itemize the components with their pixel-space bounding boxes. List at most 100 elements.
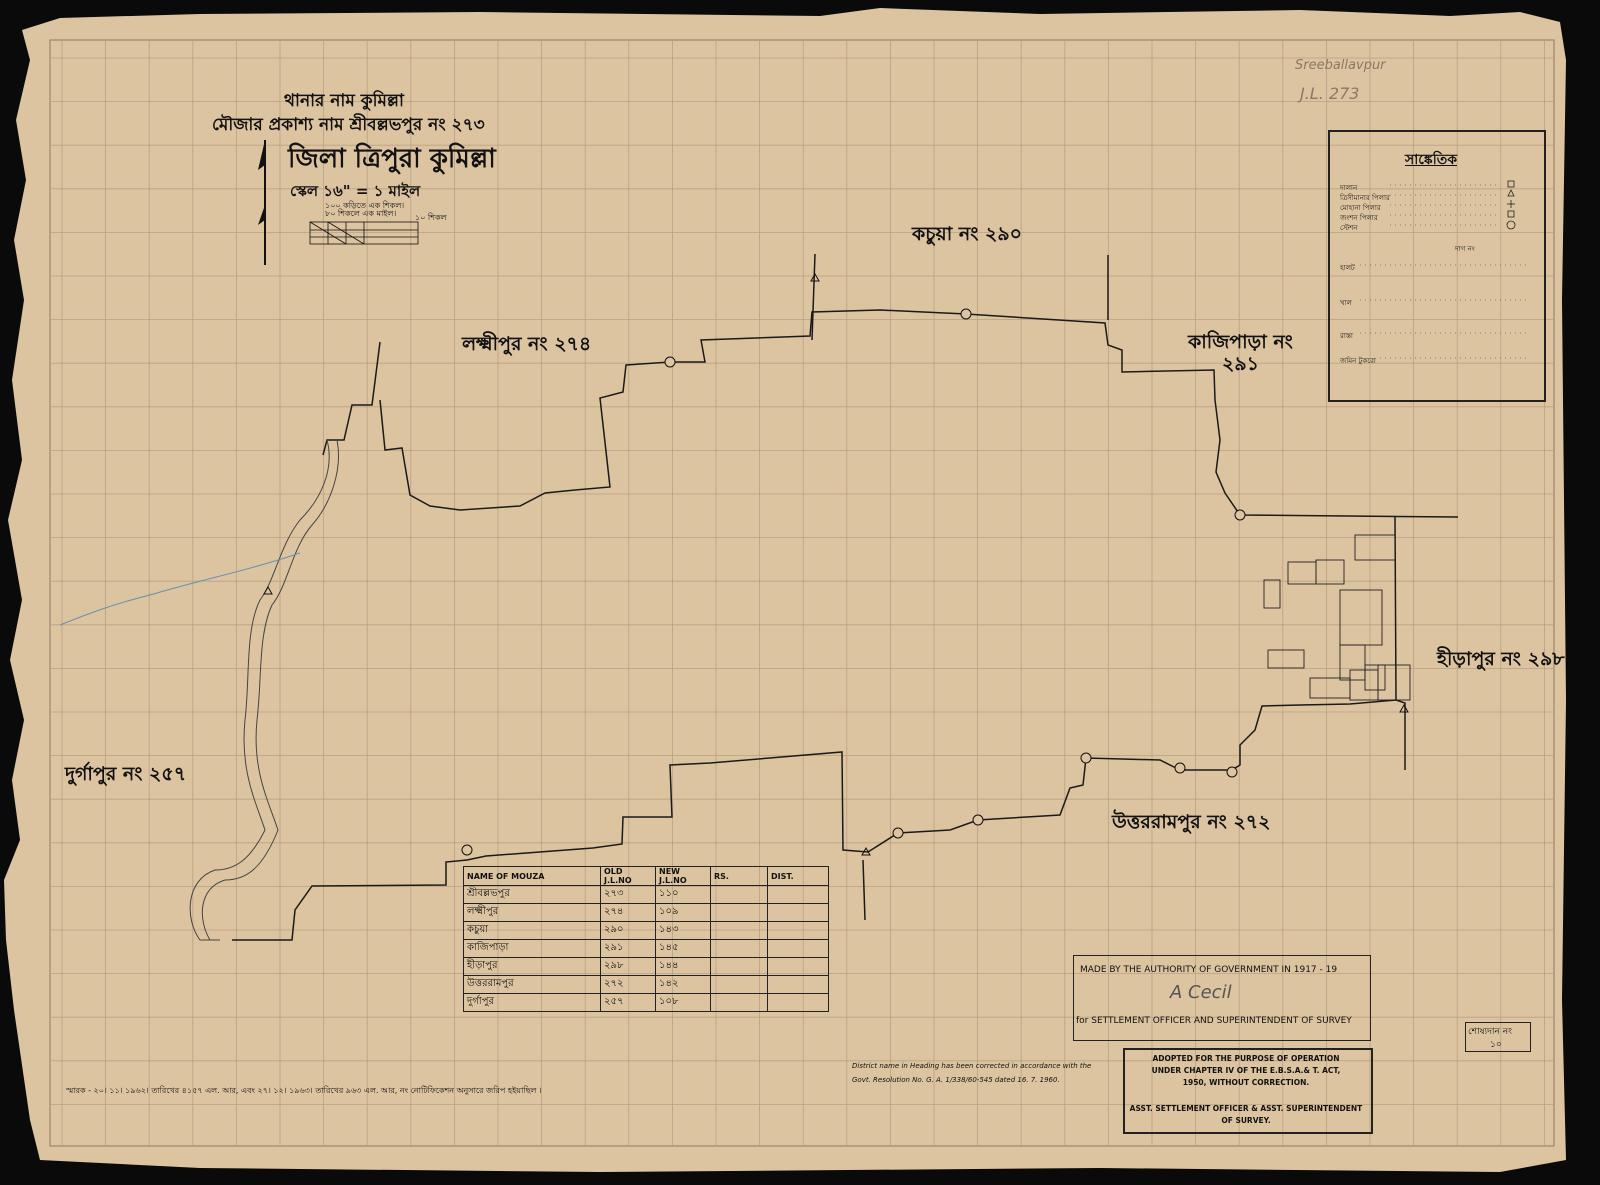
adopted-line-1: ADOPTED FOR THE PURPOSE OF OPERATION <box>1152 1054 1340 1063</box>
legend-tri-pillar: ত্রিসীমানার পিলার <box>1340 194 1390 202</box>
legend-land-piece: জমিন টুকরো <box>1340 357 1376 365</box>
north-arrow-icon <box>258 140 266 265</box>
signature: A Cecil <box>1170 982 1232 1003</box>
footer-note: স্মারক - ২০। ১১। ১৯৬২। তারিখের ৪১৫৭ এল. … <box>66 1086 542 1095</box>
authority-line-2: for SETTLEMENT OFFICER AND SUPERINTENDEN… <box>1076 1016 1352 1026</box>
cell-mouza: দুর্গাপুর <box>463 993 601 1012</box>
legend-symbols <box>1360 180 1530 359</box>
village-lakshmipur: লক্ষ্মীপুর নং ২৭৪ <box>462 333 592 355</box>
col-new-jl: NEW J.L.NO <box>655 866 711 886</box>
scale-note-2: ৮০ শিকলে এক মাইল। <box>325 209 397 218</box>
legend-box <box>1328 130 1546 402</box>
legend-mohana-pillar: মোহানা পিলার <box>1340 204 1381 212</box>
village-hirapur: হীড়াপুর নং ২৯৮ <box>1437 648 1565 670</box>
district-name: জিলা ত্রিপুরা কুমিল্লা <box>288 144 496 174</box>
scale-bar <box>309 221 419 245</box>
cell-ps <box>710 885 768 904</box>
scale-label: স্কেল ১৬" = ১ মাইল <box>290 182 421 200</box>
adopted-line-3: 1950, WITHOUT CORRECTION. <box>1182 1078 1310 1087</box>
cell-mouza: লক্ষ্মীপুর <box>463 903 601 922</box>
cell-old-jl: ২৯৮ <box>600 957 656 976</box>
river-bank <box>201 439 339 941</box>
cell-dist <box>767 993 829 1012</box>
mouza-table: NAME OF MOUZA OLD J.L.NO NEW J.L.NO RS. … <box>463 866 829 1012</box>
cell-ps <box>710 921 768 940</box>
village-kazipara: কাজিপাড়া নং <box>1188 331 1293 353</box>
correction-note-1: District name in Heading has been correc… <box>852 1062 1092 1070</box>
scale-bar-label: ১০ শিকল <box>415 213 447 222</box>
adopted-line-4: ASST. SETTLEMENT OFFICER & ASST. SUPERIN… <box>1129 1104 1363 1113</box>
cell-mouza: হীড়াপুর <box>463 957 601 976</box>
cell-new-jl: ১০৯ <box>655 903 711 922</box>
cell-mouza: শ্রীবল্লভপুর <box>463 885 601 904</box>
paper-sheet <box>4 8 1566 1172</box>
cell-dist <box>767 939 829 958</box>
village-kazipara-number: ২৯১ <box>1222 353 1260 375</box>
legend-halot: হালট <box>1340 264 1355 272</box>
cell-ps <box>710 939 768 958</box>
cell-old-jl: ২৯১ <box>600 939 656 958</box>
cell-ps <box>710 975 768 994</box>
cell-new-jl: ১০৮ <box>655 993 711 1012</box>
legend-khal: খাল <box>1340 299 1352 307</box>
legend-junction-pillar: জংশন পিলার <box>1340 214 1378 222</box>
legend-station: স্টেশন <box>1340 224 1358 232</box>
col-ps: RS. <box>710 866 768 886</box>
cell-old-jl: ২৫৭ <box>600 993 656 1012</box>
cell-dist <box>767 903 829 922</box>
sheet-number: ১০ <box>1490 1040 1502 1050</box>
mouza-boundary <box>232 253 1459 941</box>
correction-note-2: Govt. Resolution No. G. A. 1/338/60-545 … <box>852 1076 1060 1084</box>
cell-dist <box>767 921 829 940</box>
col-dist: DIST. <box>767 866 829 886</box>
cell-mouza: কাজিপাড়া <box>463 939 601 958</box>
cell-new-jl: ১৪২ <box>655 975 711 994</box>
col-name-of-mouza: NAME OF MOUZA <box>463 866 601 886</box>
sheet-number-box <box>1465 1022 1531 1052</box>
cell-new-jl: ১৪৩ <box>655 921 711 940</box>
adopted-line-5: OF SURVEY. <box>1221 1116 1271 1125</box>
pencil-note-jl: J.L. 273 <box>1300 84 1360 103</box>
legend-title: সাঙ্কেতিক <box>1405 152 1457 168</box>
scale-note-1: ১০০ কড়িতে এক শিকল। <box>325 201 405 210</box>
cell-mouza: কচুয়া <box>463 921 601 940</box>
cell-dist <box>767 957 829 976</box>
sheet-number-title: শোষ্যদান নং <box>1468 1027 1512 1037</box>
legend-dag-heading: দাগ নং <box>1455 245 1475 253</box>
legend-building: দালান <box>1340 184 1358 192</box>
authority-box <box>1073 955 1371 1041</box>
cell-dist <box>767 975 829 994</box>
cell-old-jl: ২৭৩ <box>600 885 656 904</box>
cell-mouza: উত্তররামপুর <box>463 975 601 994</box>
adopted-line-2: UNDER CHAPTER IV OF THE E.B.S.A.& T. ACT… <box>1151 1066 1341 1075</box>
thana-name: থানার নাম কুমিল্লা <box>284 91 404 111</box>
mouza-table-header: NAME OF MOUZA OLD J.L.NO NEW J.L.NO RS. … <box>463 866 829 886</box>
map-frame <box>49 39 1555 1147</box>
cell-old-jl: ২৭২ <box>600 975 656 994</box>
river <box>189 439 330 941</box>
cell-dist <box>767 885 829 904</box>
village-durgapur: দুর্গাপুর নং ২৫৭ <box>65 763 187 785</box>
adopted-box <box>1123 1048 1373 1134</box>
cell-new-jl: ১৪৫ <box>655 939 711 958</box>
stream <box>59 552 301 626</box>
survey-stations <box>461 308 1246 856</box>
authority-line-1: MADE BY THE AUTHORITY OF GOVERNMENT IN 1… <box>1080 965 1338 975</box>
pencil-note-mouza: Sreeballavpur <box>1295 58 1386 73</box>
land-plots <box>1263 534 1411 701</box>
cell-old-jl: ২৭৪ <box>600 903 656 922</box>
village-uttarrampur: উত্তররামপুর নং ২৭২ <box>1112 811 1271 833</box>
cell-ps <box>710 993 768 1012</box>
mouza-name: মৌজার প্রকাশ্য নাম শ্রীবল্লভপুর নং ২৭৩ <box>212 115 485 135</box>
cell-ps <box>710 903 768 922</box>
cell-old-jl: ২৯০ <box>600 921 656 940</box>
col-old-jl: OLD J.L.NO <box>600 866 656 886</box>
trijunction-markers <box>263 272 1409 856</box>
